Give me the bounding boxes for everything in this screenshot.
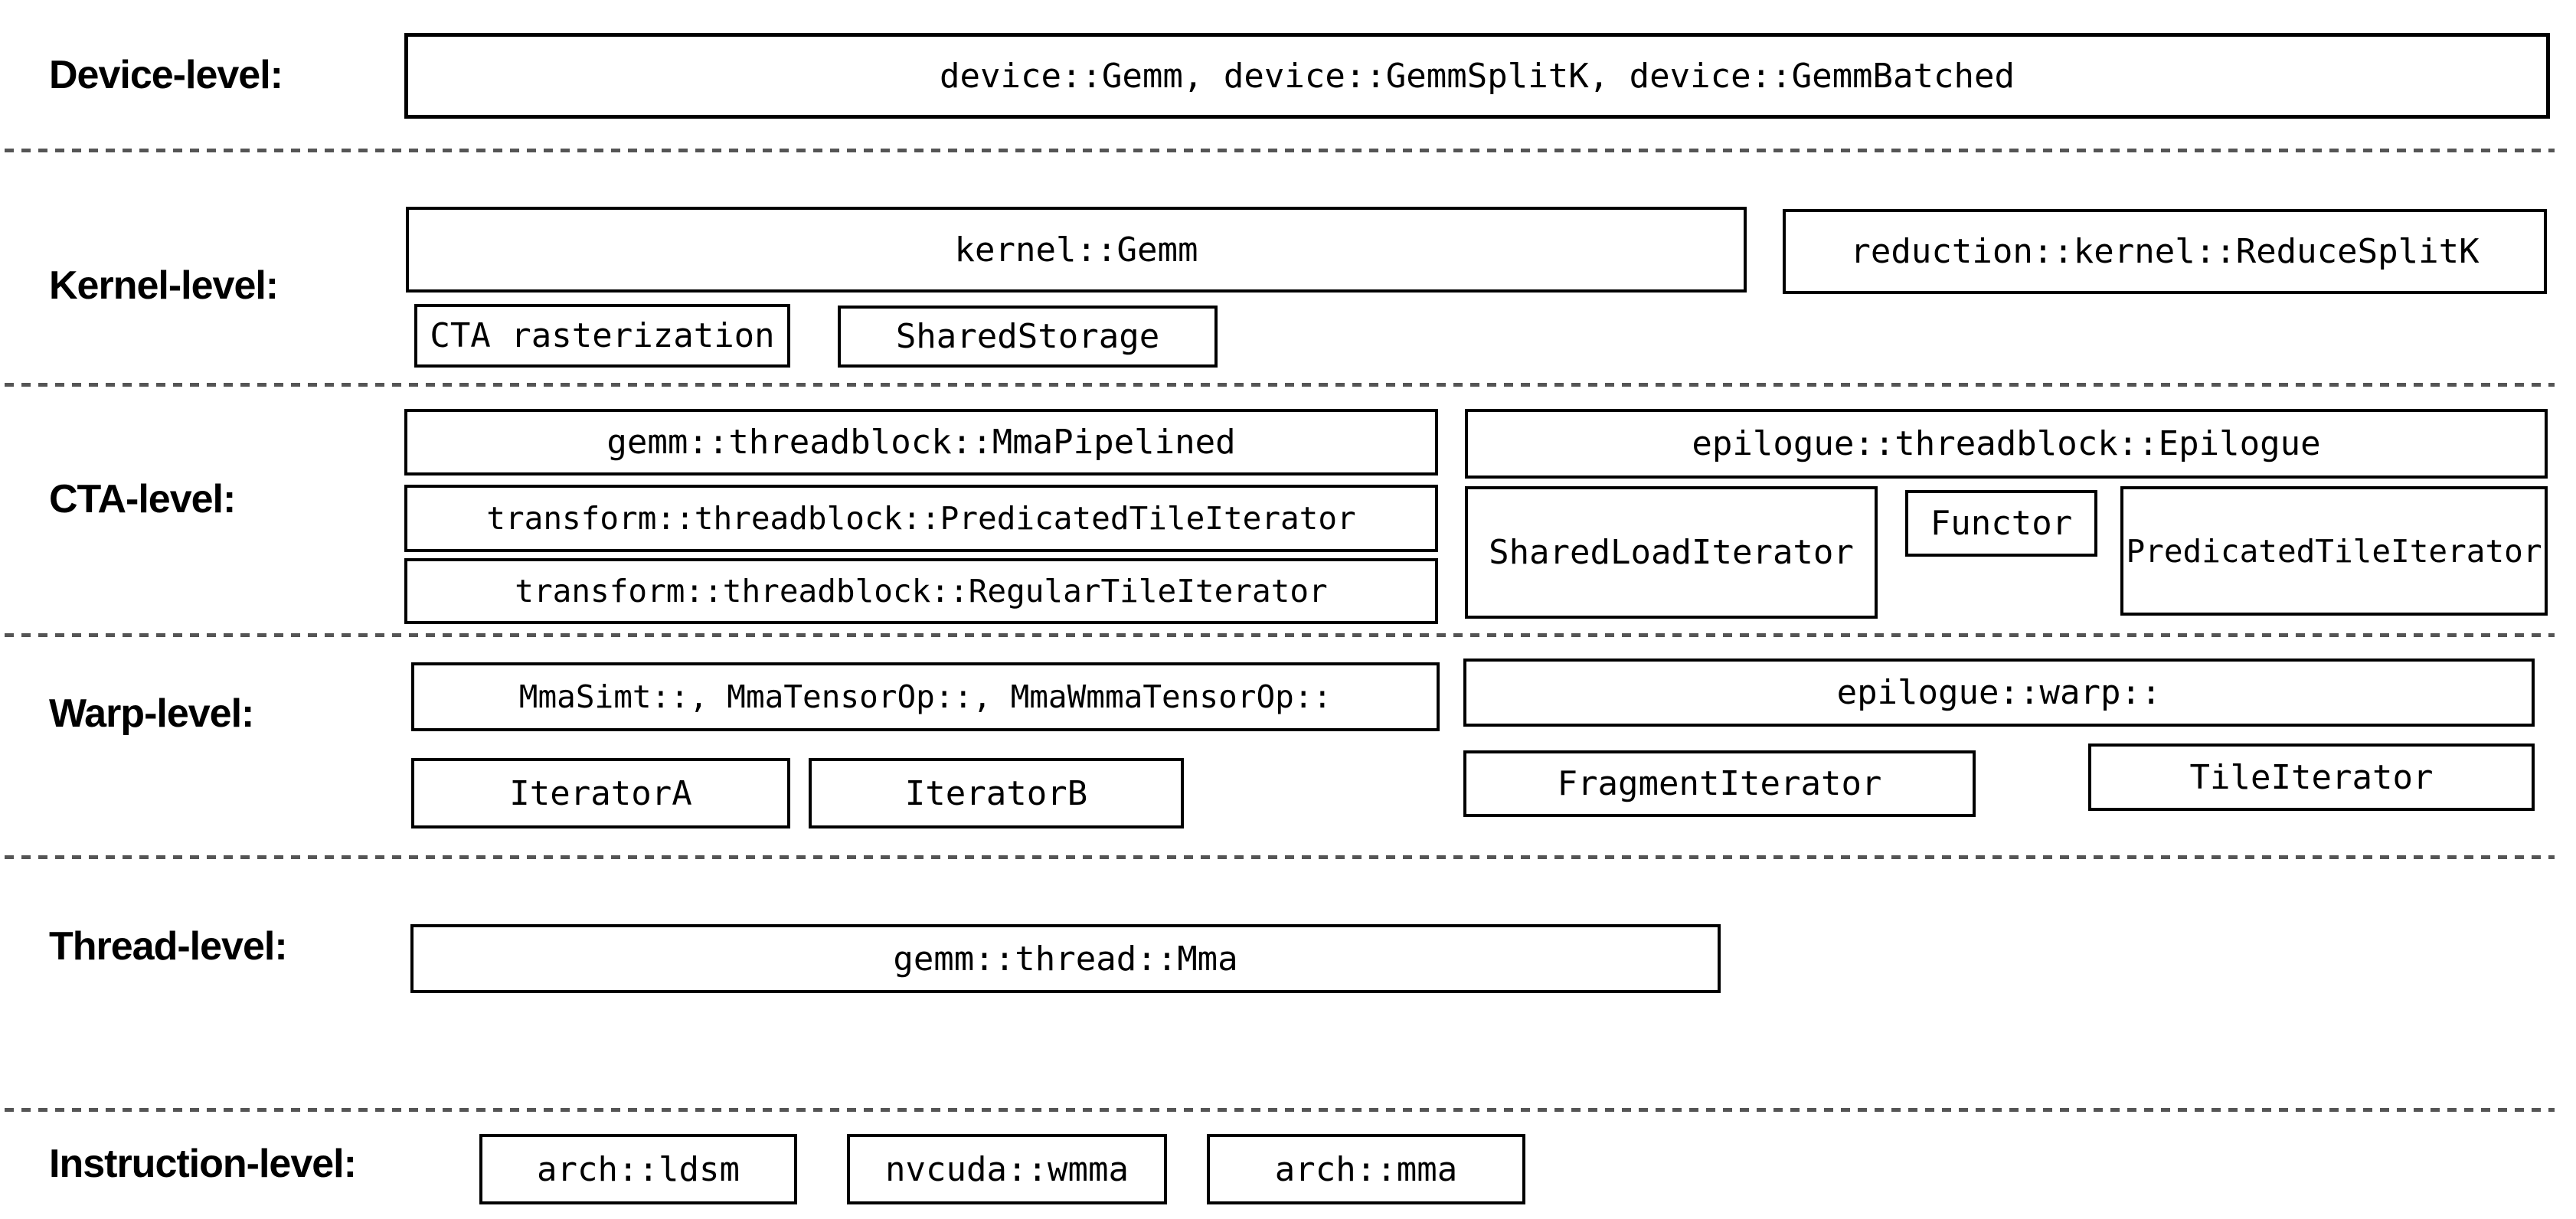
shared-load-iterator-box: SharedLoadIterator (1465, 486, 1878, 619)
transform-threadblock-regulartileiterator-box: transform::threadblock::RegularTileItera… (404, 558, 1438, 624)
thread-level-label: Thread-level: (49, 924, 288, 969)
warp-level-label: Warp-level: (49, 691, 254, 736)
kernel-gemm-box: kernel::Gemm (406, 207, 1747, 292)
instruction-level-label: Instruction-level: (49, 1142, 357, 1186)
gemm-threadblock-mmapipelined-box: gemm::threadblock::MmaPipelined (404, 409, 1438, 476)
warp-mma-variants-box: MmaSimt::, MmaTensorOp::, MmaWmmaTensorO… (411, 662, 1440, 731)
tile-iterator-box: TileIterator (2088, 743, 2535, 811)
epilogue-warp-box: epilogue::warp:: (1463, 659, 2535, 727)
shared-storage-box: SharedStorage (838, 306, 1218, 368)
device-level-label: Device-level: (49, 53, 283, 97)
iterator-b-box: IteratorB (809, 758, 1184, 828)
arch-ldsm-box: arch::ldsm (479, 1134, 797, 1204)
divider-cta-warp (5, 633, 2555, 637)
epilogue-threadblock-epilogue-box: epilogue::threadblock::Epilogue (1465, 409, 2548, 479)
gemm-thread-mma-box: gemm::thread::Mma (410, 924, 1721, 993)
fragment-iterator-box: FragmentIterator (1463, 750, 1976, 817)
device-gemm-box: device::Gemm, device::GemmSplitK, device… (404, 33, 2550, 119)
cta-level-label: CTA-level: (49, 477, 236, 521)
kernel-level-label: Kernel-level: (49, 263, 279, 308)
reduction-kernel-reducesplitk-box: reduction::kernel::ReduceSplitK (1783, 209, 2547, 294)
epilogue-predicated-tile-iterator-box: PredicatedTileIterator (2120, 486, 2548, 616)
iterator-a-box: IteratorA (411, 758, 790, 828)
arch-mma-box: arch::mma (1207, 1134, 1525, 1204)
nvcuda-wmma-box: nvcuda::wmma (847, 1134, 1167, 1204)
cta-rasterization-box: CTA rasterization (414, 304, 790, 368)
divider-device-kernel (5, 149, 2555, 152)
divider-warp-thread (5, 855, 2555, 859)
divider-thread-instruction (5, 1108, 2555, 1112)
functor-box: Functor (1905, 490, 2097, 557)
divider-kernel-cta (5, 383, 2555, 387)
transform-threadblock-predicatedtileiterator-box: transform::threadblock::PredicatedTileIt… (404, 485, 1438, 552)
